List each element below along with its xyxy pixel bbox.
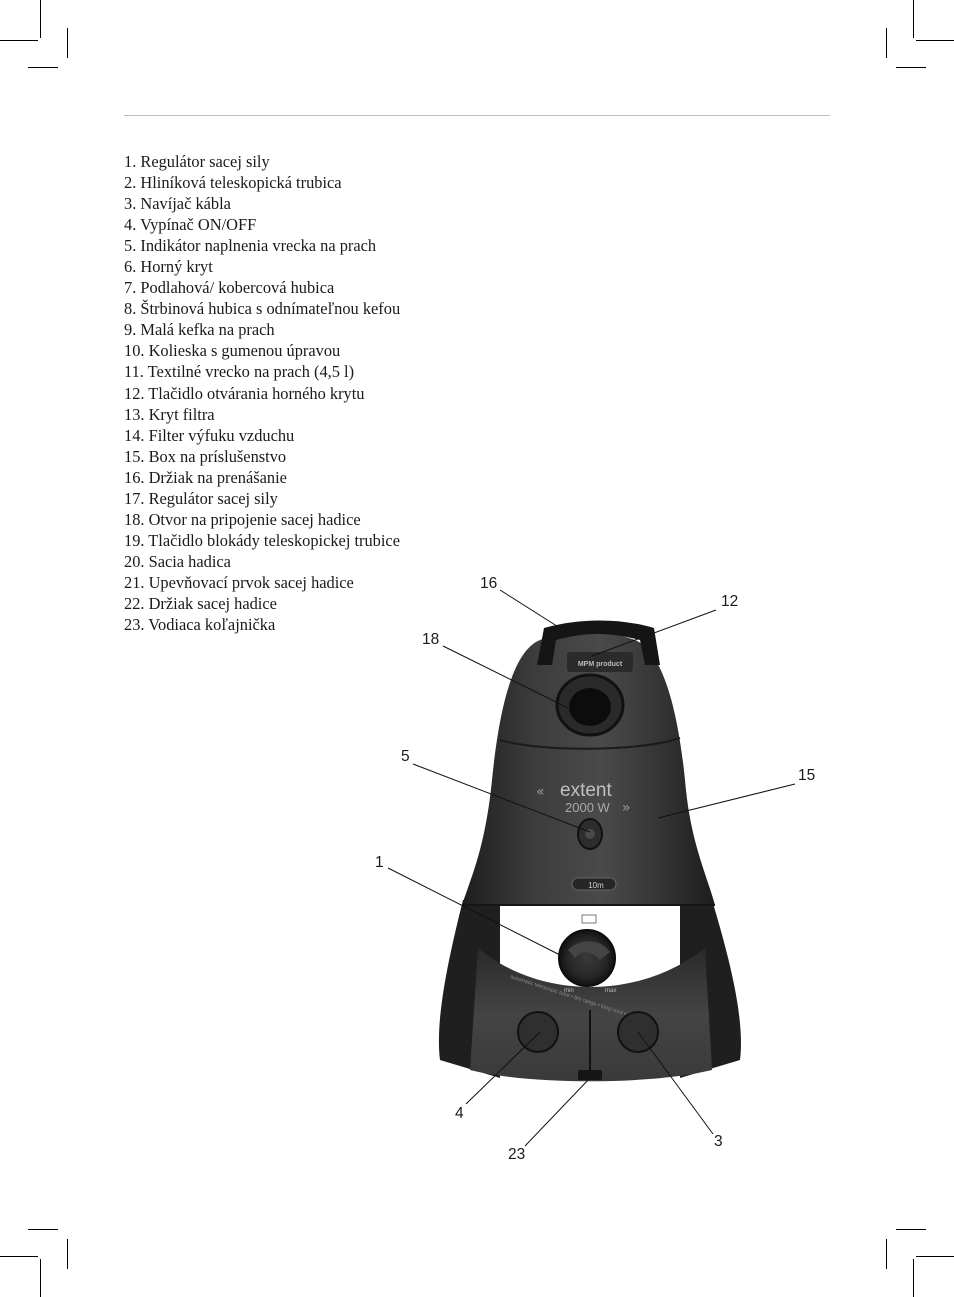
leader-line-18 [442,645,569,709]
callout-4: 4 [455,1105,464,1122]
callout-3: 3 [714,1133,723,1150]
parts-list-item: 21. Upevňovací prvok sacej hadice [124,572,354,592]
crop-mark [916,1256,954,1257]
crop-mark [886,28,887,58]
parts-list-item: 20. Sacia hadica [124,551,231,571]
crop-mark [896,67,926,68]
parts-list-item: 3. Navíjač kábla [124,194,231,214]
callout-1: 1 [375,854,384,871]
leader-line-3 [637,1031,714,1135]
leader-line-4 [465,1031,541,1105]
crop-mark [916,40,954,41]
suction-knob [558,929,616,987]
parts-list: 1. Regulátor sacej sily 2. Hliníková tel… [124,151,400,635]
crop-mark [896,1229,926,1230]
parts-list-item: 10. Kolieska s gumenou úpravou [124,341,341,361]
carry-handle [537,620,660,665]
leader-line-1 [387,867,561,956]
knob-max-label: max [605,988,616,994]
parts-list-item: 9. Malá kefka na prach [124,320,275,340]
top-cover-seam [499,737,681,750]
guide-rail [578,1070,602,1080]
leader-line-23 [524,1077,591,1147]
leader-line-15 [657,783,796,819]
crop-mark [886,1239,887,1269]
parts-list-item: 16. Držiak na prenášanie [124,467,287,487]
knob-grip [568,941,610,960]
parts-list-item: 2. Hliníková teleskopická trubica [124,173,342,193]
parts-list-item: 5. Indikátor naplnenia vrecka na prach [124,236,377,256]
crop-mark [28,67,58,68]
callout-12: 12 [721,593,739,610]
parts-list-item: 22. Držiak sacej hadice [124,593,277,613]
chevron-left-icon: « [536,784,545,800]
parts-list-item: 1. Regulátor sacej sily [124,152,270,171]
crop-mark [40,1259,41,1297]
crop-mark [67,28,68,58]
callout-23: 23 [508,1146,526,1163]
vacuum-body [462,631,715,905]
knob-min-label: min [564,988,574,994]
header-rule [124,115,830,116]
leader-line-16 [499,589,561,629]
logo-plate [567,652,633,672]
power-label: 2000 W [565,800,611,815]
parts-list-item: 23. Vodiaca koľajnička [124,615,276,635]
parts-list-item: 13. Kryt filtra [124,404,215,424]
crop-mark [40,0,41,38]
parts-list-item: 15. Box na príslušenstvo [124,446,287,466]
leader-lines [387,589,796,1147]
crop-mark [28,1229,58,1230]
crop-mark [67,1239,68,1269]
leader-line-5 [412,763,591,833]
knob-tick-marks [581,914,597,924]
parts-list-item: 7. Podlahová/ kobercová hubica [124,278,335,298]
parts-list-item: 8. Štrbinová hubica s odnímateľnou kefou [124,299,401,319]
crop-mark [913,1259,914,1297]
model-name: extent [560,780,612,801]
crop-mark [913,0,914,38]
crop-mark [0,40,38,41]
callout-16: 16 [480,575,498,592]
cord-length-label: 10m [588,881,604,890]
hose-inlet-hole [569,688,611,726]
parts-list-item: 17. Regulátor sacej sily [124,488,278,508]
parts-list-item: 11. Textilné vrecko na prach (4,5 l) [124,362,355,382]
crop-mark [0,1256,38,1257]
parts-list-item: 12. Tlačidlo otvárania horného krytu [124,383,365,403]
parts-list-item: 6. Horný kryt [124,257,213,277]
callout-15: 15 [798,767,816,784]
parts-list-item: 19. Tlačidlo blokády teleskopickej trubi… [124,530,400,550]
parts-list-item: 18. Otvor na pripojenie sacej hadice [124,509,361,529]
callout-18: 18 [422,631,440,648]
leader-line-12 [591,609,717,657]
parts-list-item: 4. Vypínač ON/OFF [124,215,257,235]
chevron-right-icon: » [622,800,631,816]
cord-badge [571,877,617,891]
callout-5: 5 [401,748,410,765]
brand-logo: MPM product [578,661,623,668]
parts-list-item: 14. Filter výfuku vzduchu [124,425,295,445]
power-switch [517,1011,559,1053]
